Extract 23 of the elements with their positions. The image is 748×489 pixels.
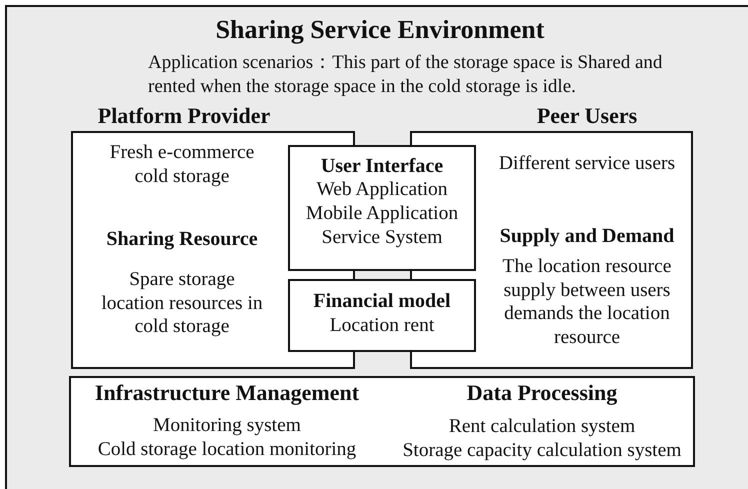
panel-heading: Sharing Service Environment xyxy=(214,18,546,42)
body-text: Location rent xyxy=(328,314,436,338)
body-text: Web Application xyxy=(315,178,449,202)
box-heading: Supply and Demand xyxy=(498,225,676,248)
section-heading: Peer Users xyxy=(536,104,638,128)
section-heading: Infrastructure Management xyxy=(94,381,360,404)
body-text: Different service users xyxy=(498,152,676,176)
body-text: Mobile Application xyxy=(304,202,460,226)
box-heading: Financial model xyxy=(312,290,452,314)
body-text: Service System xyxy=(320,226,444,250)
body-text: Spare storage location resources in cold storage xyxy=(100,268,264,338)
body-text: Monitoring system xyxy=(152,414,302,438)
section-heading: Platform Provider xyxy=(96,104,272,128)
body-text: Cold storage location monitoring xyxy=(96,438,358,462)
body-text: Storage capacity calculation system xyxy=(402,439,682,462)
environment-panel xyxy=(5,5,748,489)
section-heading: Data Processing xyxy=(466,381,618,404)
box-heading: Sharing Resource xyxy=(105,228,259,252)
body-text: Fresh e-commerce cold storage xyxy=(108,141,256,188)
description-text: Application scenarios：This part of the storage space is Shared and rented when the storage space in the cold storage is idle. xyxy=(148,51,664,98)
body-text: Rent calculation system xyxy=(448,415,636,438)
box-heading: User Interface xyxy=(320,155,444,178)
body-text: The location resource supply between users demands the location resource xyxy=(502,255,672,349)
